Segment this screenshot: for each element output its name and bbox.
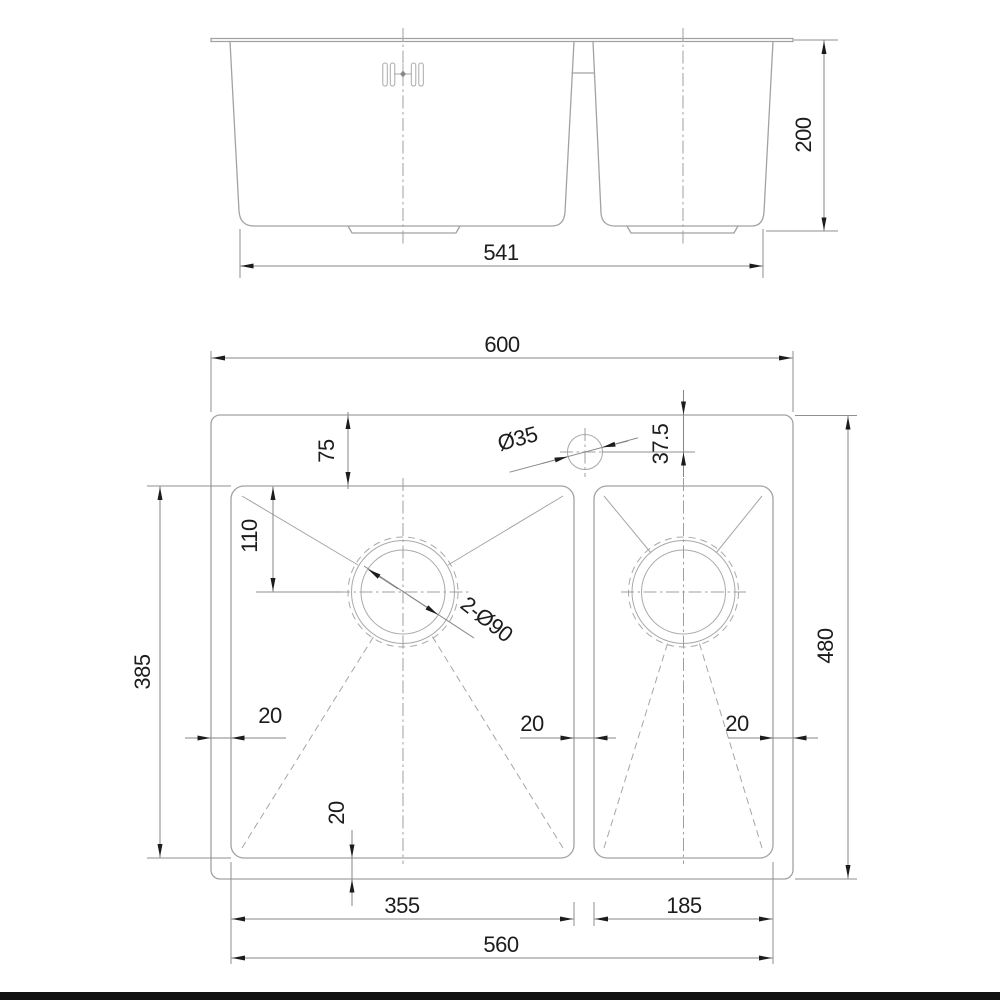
dim-depth-200: 200 — [766, 39, 838, 232]
dim-middle-gap-20: 20 — [520, 711, 616, 741]
dim-overall-height-480: 480 — [795, 415, 857, 880]
overflow-slot — [418, 62, 424, 87]
crease-line — [447, 495, 564, 566]
overflow-cross-center — [400, 70, 406, 78]
dim-20-left-label: 20 — [258, 703, 282, 728]
dim-200-label: 200 — [791, 117, 816, 152]
dim-560-label: 560 — [483, 932, 518, 957]
sink-outline — [210, 414, 794, 880]
dim-right-margin-20: 20 — [725, 711, 818, 741]
crease-line-hidden — [431, 635, 564, 849]
arrow-icon — [602, 440, 629, 448]
left-bowl-foot — [347, 225, 461, 234]
dim-20-middle-label: 20 — [520, 711, 544, 736]
dim-rim-to-bowl-75: 75 — [314, 412, 351, 489]
left-bowl-profile — [229, 40, 575, 227]
dim-385-label: 385 — [130, 654, 155, 689]
dim-bottom-margin-20: 20 — [324, 801, 355, 906]
tap-hole-diameter-label: Ø35 — [495, 421, 540, 456]
overflow-slot — [382, 62, 388, 87]
plan-view: 2-Ø90 Ø35 600 4 — [130, 332, 857, 964]
crease-line — [241, 495, 359, 566]
dim-75-label: 75 — [314, 439, 339, 463]
drain-diameter-label: 2-Ø90 — [456, 591, 518, 647]
dim-overall-width-600: 600 — [210, 332, 794, 412]
overflow-slots — [382, 62, 424, 87]
dim-541-label: 541 — [483, 240, 518, 265]
crease-line — [715, 495, 763, 554]
page-bottom-rule — [0, 992, 1000, 1000]
dim-bowls-total-560: 560 — [231, 932, 773, 961]
dim-20-bottom-label: 20 — [324, 801, 349, 825]
arrow-icon — [368, 569, 399, 590]
crease-line-hidden — [241, 635, 375, 849]
dim-20-right-label: 20 — [725, 711, 749, 736]
dim-bottom-width-541: 541 — [239, 229, 764, 278]
drain-diameter-callout: 2-Ø90 — [363, 565, 518, 647]
dim-600-label: 600 — [484, 332, 519, 357]
dim-185-label: 185 — [666, 893, 701, 918]
left-drain — [337, 478, 469, 864]
dim-480-label: 480 — [813, 628, 838, 663]
right-drain — [621, 478, 746, 864]
dim-355-label: 355 — [384, 893, 419, 918]
dim-37-5-label: 37.5 — [648, 423, 673, 464]
dim-110-label: 110 — [237, 519, 262, 553]
dim-drain-offset-110: 110 — [237, 486, 342, 593]
crease-line-hidden — [603, 641, 669, 849]
dim-bowl-depth-385: 385 — [130, 485, 231, 859]
arrow-icon — [541, 456, 568, 464]
dim-left-bowl-355: 355 — [230, 862, 575, 964]
dim-left-margin-20: 20 — [185, 703, 286, 741]
crease-line-hidden — [698, 641, 763, 849]
side-elevation-view: 541 200 — [210, 28, 838, 278]
arrow-icon — [407, 594, 438, 615]
dim-right-bowl-185: 185 — [593, 862, 774, 964]
dim-tap-offset-37-5: 37.5 — [648, 390, 686, 477]
crease-line — [603, 495, 652, 554]
